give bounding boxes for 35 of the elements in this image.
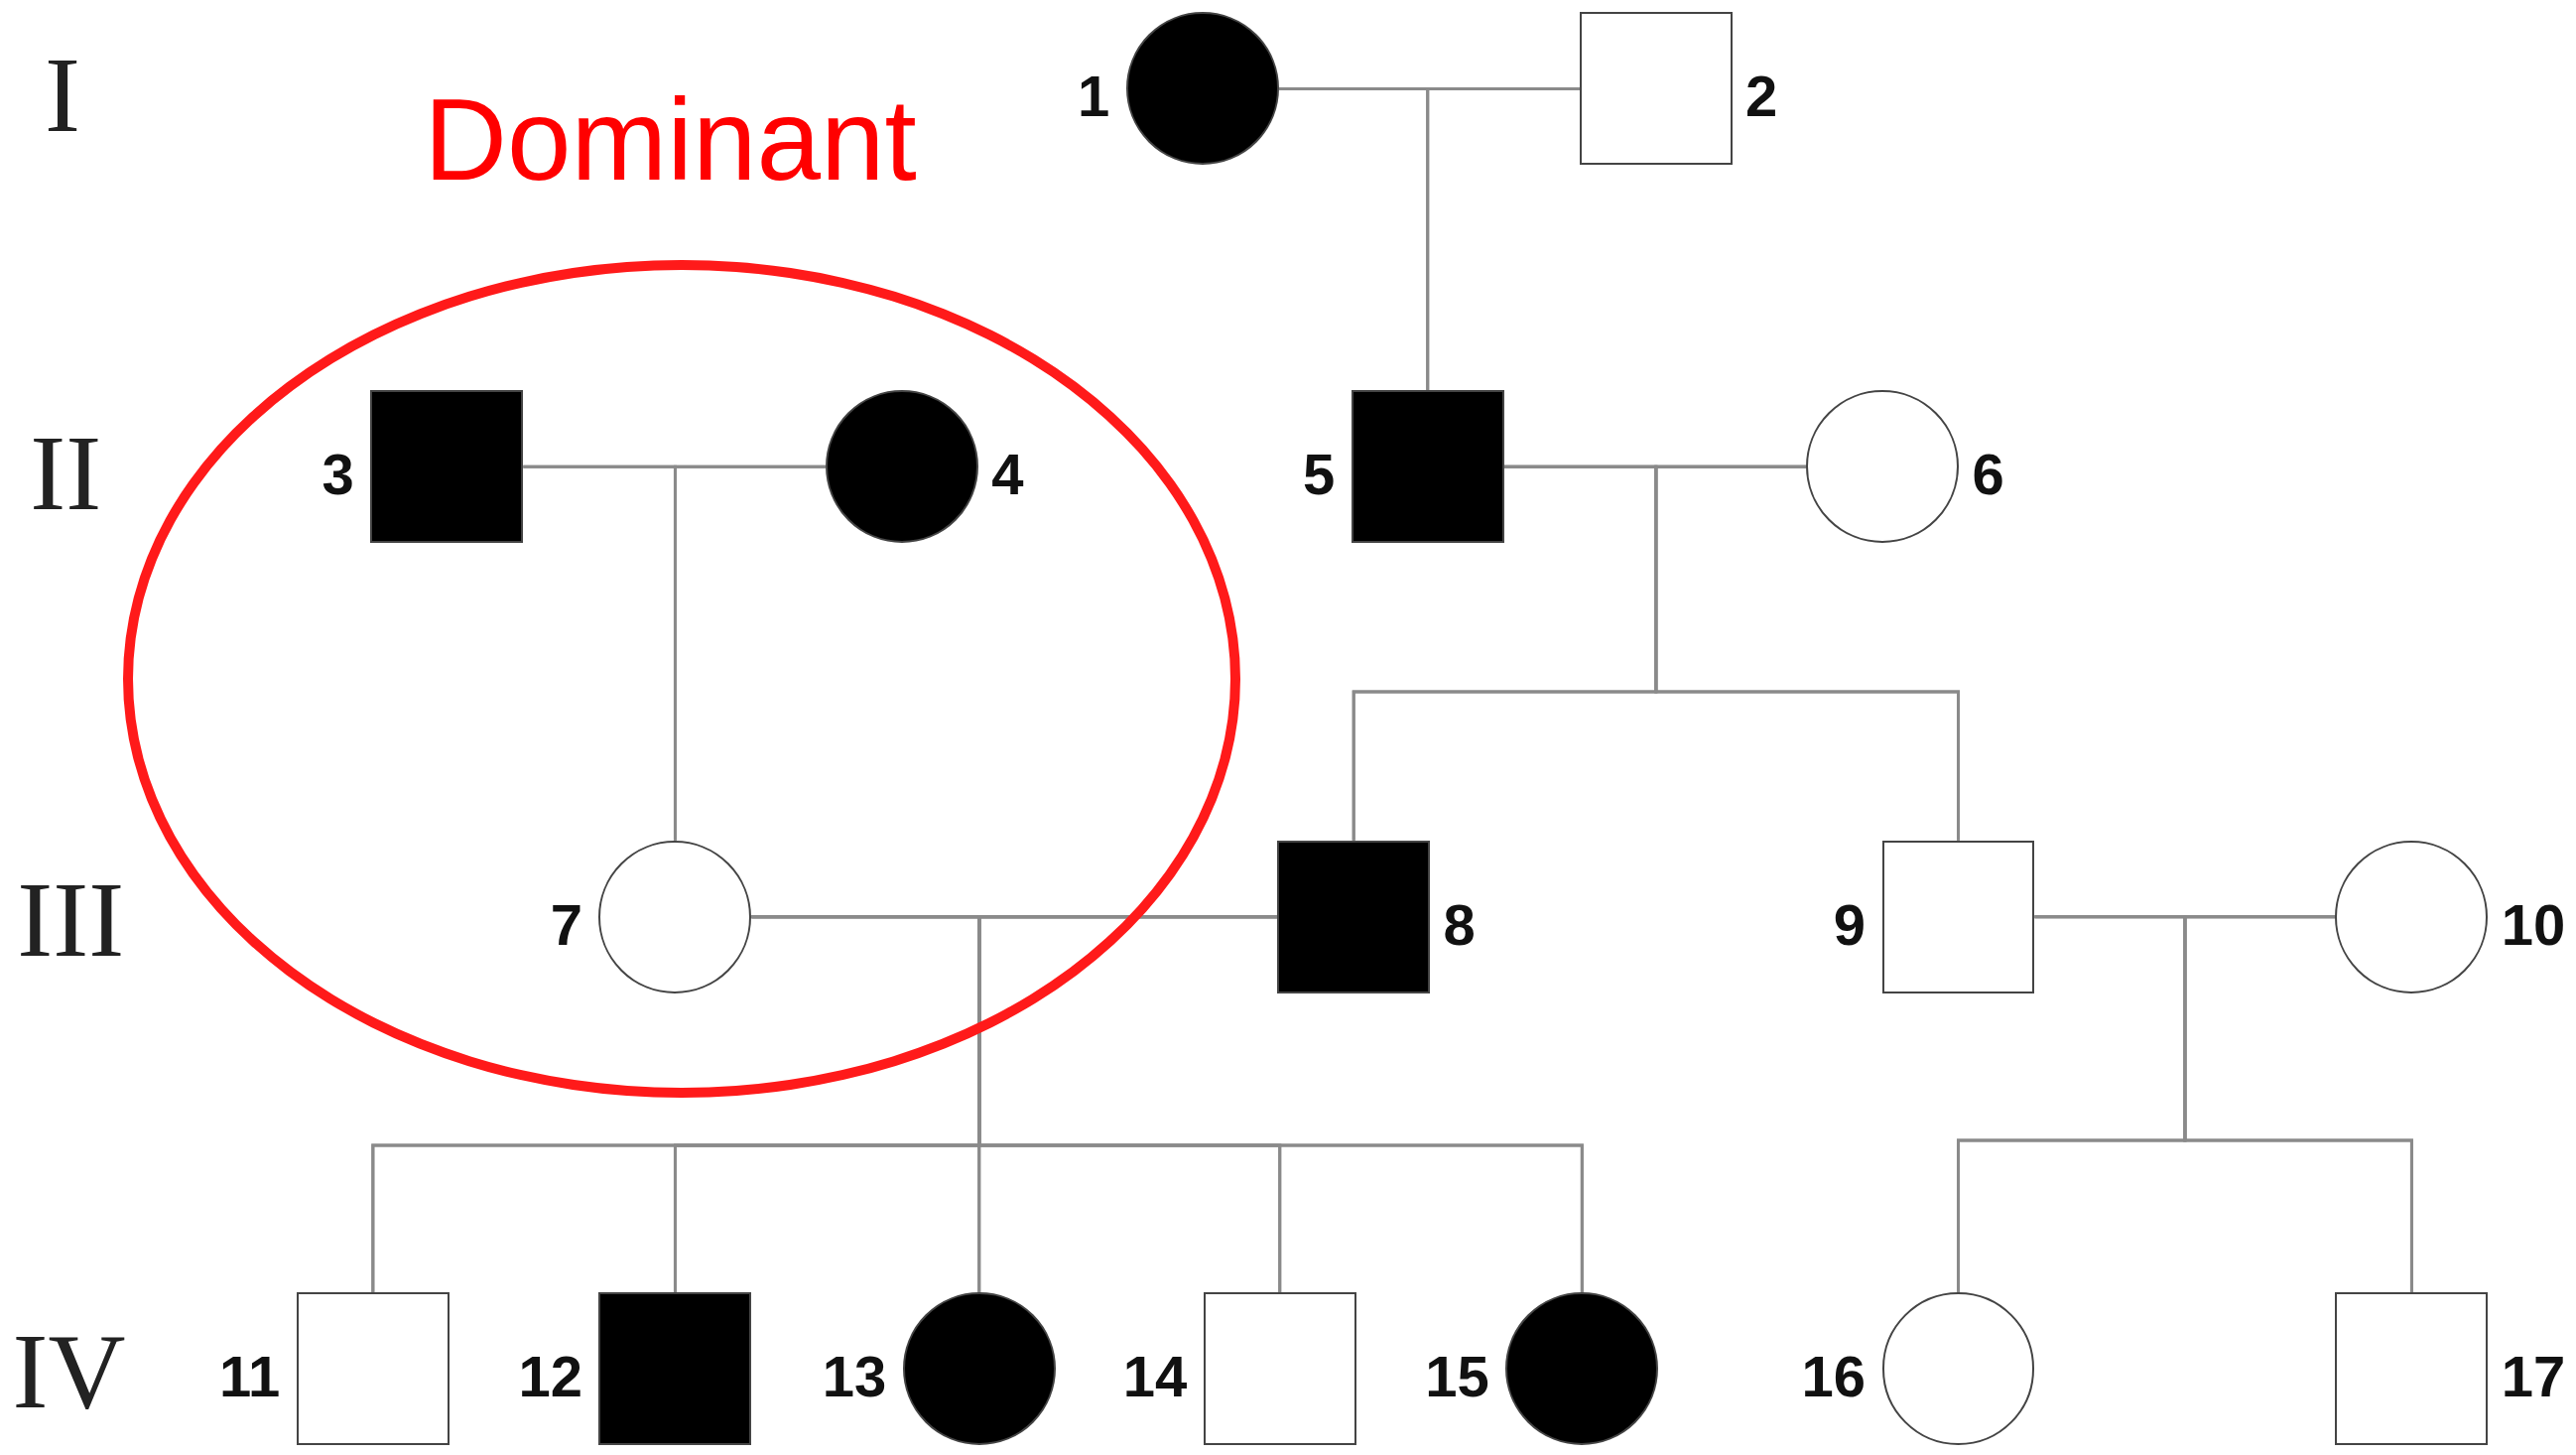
individual-number: 8 <box>1443 895 1476 954</box>
square-symbol <box>2335 1292 2489 1446</box>
individual-number: 17 <box>2501 1348 2566 1406</box>
pedigree-line <box>2183 915 2413 1293</box>
individual-number: 5 <box>1302 446 1336 504</box>
square-symbol <box>1579 12 1733 166</box>
individual-number: 7 <box>550 895 582 954</box>
individual-number: 11 <box>218 1348 281 1406</box>
individual-number: 10 <box>2501 895 2566 954</box>
square-symbol <box>1881 840 2035 993</box>
individual-number: 6 <box>1972 446 2004 504</box>
generation-label: IV <box>12 1318 126 1426</box>
individual-number: 15 <box>1425 1348 1489 1406</box>
individual-number: 4 <box>991 446 1024 504</box>
pedigree-line <box>1426 86 1580 391</box>
filled-square-symbol <box>598 1292 752 1446</box>
individual-number: 1 <box>1078 67 1110 126</box>
individual-number: 13 <box>822 1348 887 1406</box>
filled-square-symbol <box>1277 840 1431 993</box>
individual-number: 2 <box>1745 67 1778 126</box>
generation-label: I <box>44 42 80 149</box>
pedigree-line <box>977 915 1584 1293</box>
individual-number: 9 <box>1833 895 1866 954</box>
generation-label: III <box>17 866 125 975</box>
individual-number: 16 <box>1801 1348 1866 1406</box>
individual-number: 14 <box>1122 1348 1188 1406</box>
annotation-text: Dominant <box>424 81 917 198</box>
filled-square-symbol <box>1351 390 1504 544</box>
individual-number: 3 <box>322 446 354 504</box>
square-symbol <box>296 1292 450 1446</box>
square-symbol <box>1203 1292 1356 1446</box>
ellipse-outline <box>123 259 1240 1098</box>
generation-label: II <box>30 419 102 527</box>
filled-square-symbol <box>370 390 524 544</box>
individual-number: 12 <box>518 1348 582 1406</box>
